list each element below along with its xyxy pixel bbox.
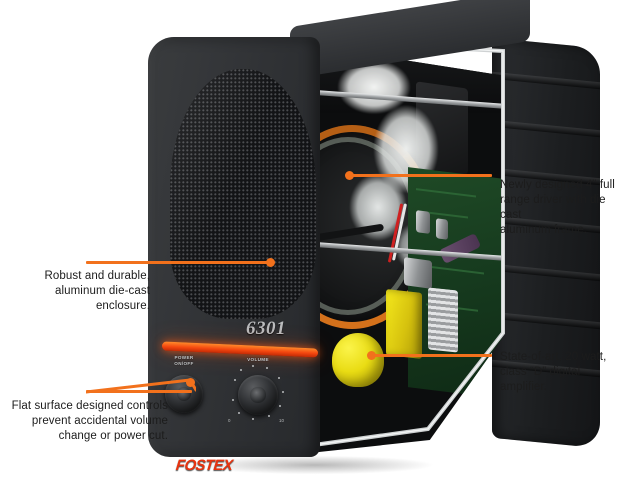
callout-driver-line1: Newly designed 4" full (500, 179, 615, 191)
volume-knob[interactable] (238, 375, 278, 415)
callout-controls-line1: Flat surface designed controls (11, 400, 168, 412)
callout-enclosure-line1: Robust and durable, (44, 270, 150, 282)
callout-controls-line2: prevent accidental volume (31, 415, 168, 427)
speaker-grille (170, 69, 316, 319)
callout-driver: Newly designed 4" full range driver with… (500, 178, 628, 238)
callout-amplifier: State-of-art, 20 watt, class “D” digital… (500, 350, 628, 395)
front-baffle: 6301 POWER ON/OFF VOLUME 0 10 FOSTEX (148, 37, 320, 474)
power-label-line1: POWER (174, 355, 194, 360)
volume-scale-max: 10 (279, 418, 284, 423)
volume-label: VOLUME (247, 357, 269, 362)
callout-line-amplifier (374, 354, 492, 357)
callout-line-enclosure (86, 261, 268, 264)
electrolytic-capacitor (436, 218, 448, 240)
callout-enclosure: Robust and durable, aluminum die-cast en… (0, 269, 150, 314)
model-number: 6301 (246, 318, 286, 339)
callout-amplifier-line2: class “D” digital amplifier. (500, 366, 581, 393)
callout-dot-amplifier (367, 351, 376, 360)
brand-logo: FOSTEX (175, 457, 234, 474)
callout-dot-enclosure (266, 258, 275, 267)
yellow-capacitor (332, 333, 384, 387)
callout-driver-line2: range driver with die cast (500, 194, 606, 221)
callout-controls: Flat surface designed controls prevent a… (0, 399, 168, 444)
cutaway-interior (312, 45, 502, 453)
callout-enclosure-line2: aluminum die-cast enclosure. (54, 285, 150, 312)
callout-line-controls (86, 378, 196, 394)
choke-coil (428, 287, 458, 353)
callout-driver-line3: aluminum frame. (500, 224, 588, 236)
fostex-6301-speaker: 6301 POWER ON/OFF VOLUME 0 10 FOSTEX (140, 0, 600, 474)
callout-dot-driver (345, 171, 354, 180)
callout-controls-line3: change or power cut. (58, 430, 168, 442)
metal-clamp (404, 257, 432, 289)
power-label-line2: ON/OFF (174, 361, 194, 366)
callout-line-driver (352, 174, 492, 177)
volume-scale-min: 0 (228, 418, 231, 423)
power-transformer (386, 289, 422, 359)
callout-line-controls-secondary (86, 390, 192, 393)
electrolytic-capacitor (416, 210, 430, 234)
callout-amplifier-line1: State-of-art, 20 watt, (500, 351, 607, 363)
